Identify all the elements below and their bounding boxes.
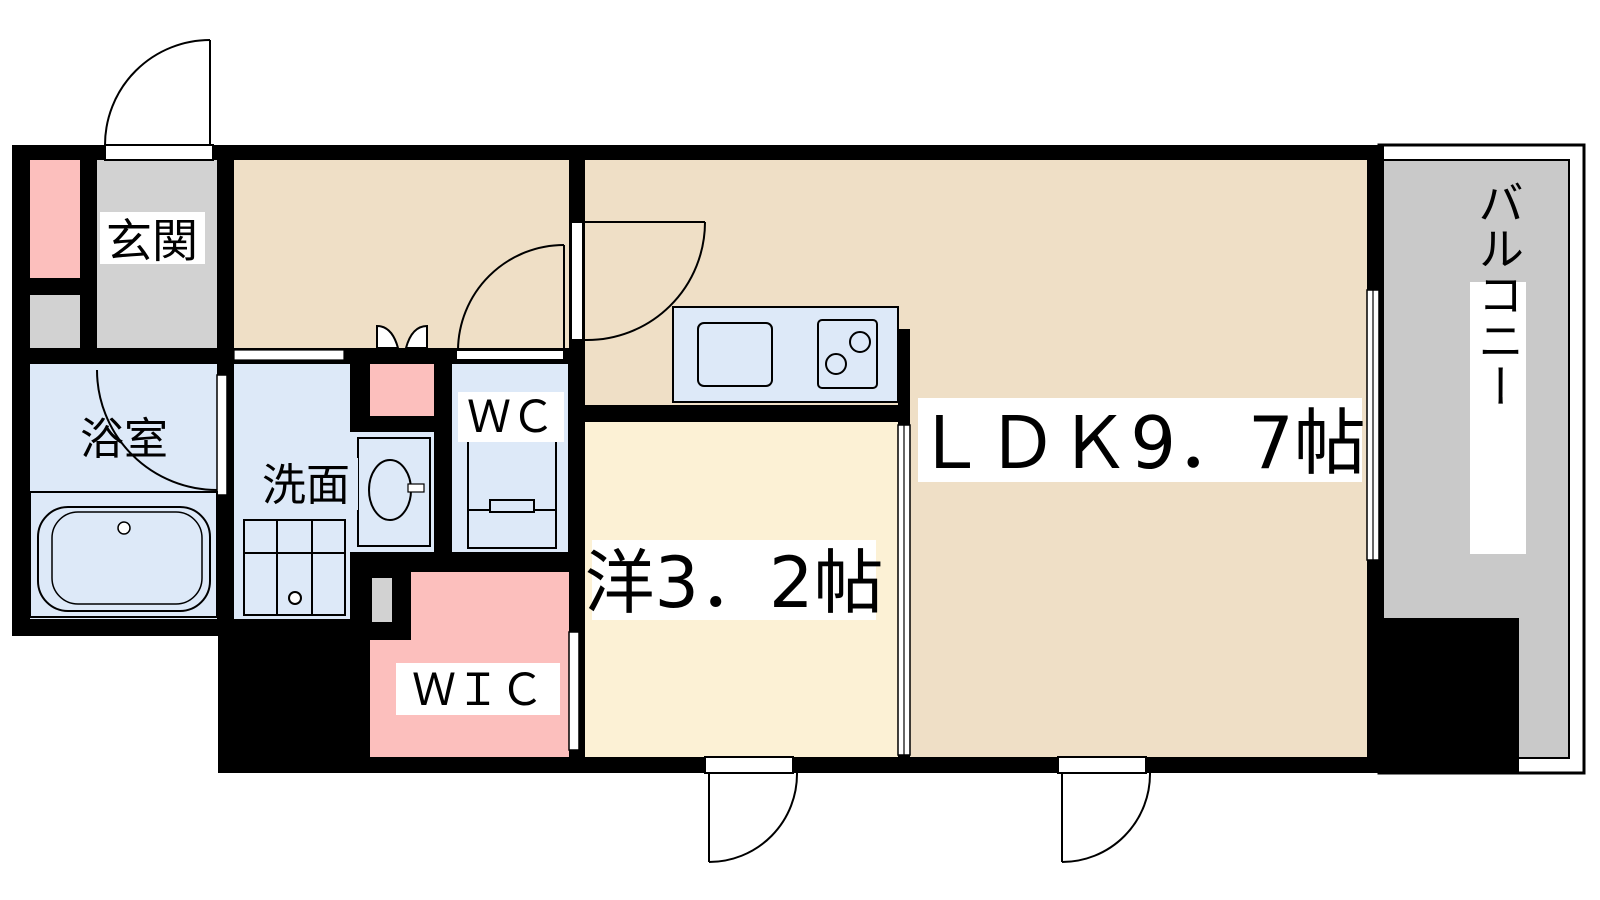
toilet-fixture-icon [467,429,557,549]
ldk-label: ＬＤＫ9．7帖 [914,401,1366,485]
western-room-label-bg [592,540,876,620]
closet-double-door-icon [376,324,428,349]
shoe-closet [30,160,80,278]
ldk-door-icon [570,221,706,342]
balcony-label-bg [1470,282,1526,554]
balcony-label: バルコニー [1471,179,1525,409]
toilet-label-bg [458,392,564,442]
windows [216,289,1380,756]
wic-pipe-space [372,578,392,622]
wic-label-bg [396,663,560,715]
entrance-label-bg [100,212,205,264]
washroom-label: 洗面 [262,460,350,511]
washroom-label-bg [248,458,358,510]
bathroom-door-icon [96,369,218,491]
bathtub-icon [29,491,218,618]
bottom-door-right-icon [1057,756,1152,863]
western-room-label: 洋3．2帖 [584,542,883,624]
entrance-door-icon [104,39,214,161]
bottom-door-left-icon [704,756,799,863]
outside-notch [0,636,218,786]
ldk-label-bg [918,398,1362,482]
washing-machine-icon [243,519,346,616]
hallway-floor [234,160,569,348]
entrance-storage [30,295,80,348]
toilet-door-icon [455,244,565,361]
linen-closet [370,364,434,416]
entrance-label: 玄関 [106,214,198,268]
bathroom-label: 浴室 [80,414,168,465]
wic-label: ＷＩＣ [412,665,544,716]
kitchen-counter-icon [672,306,899,403]
toilet-label: ＷＣ [467,392,555,443]
wash-basin-icon [357,437,431,547]
